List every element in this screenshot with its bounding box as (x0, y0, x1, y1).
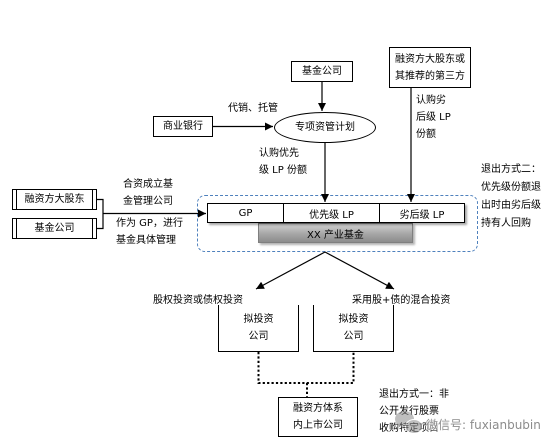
node-label-line: 内上市公司 (293, 420, 343, 431)
edge-label-text: 代销、托管 (228, 103, 278, 114)
edge-label-line: 合资成立基 (123, 179, 173, 190)
watermark-text: 微信号: fuxianbubin (426, 418, 541, 432)
node-label-line: 其推荐的第三方 (395, 70, 465, 82)
fund-cell-label: 劣后级 LP (399, 209, 445, 221)
node-label: 融资方大股东 (24, 194, 85, 205)
node-label: 专项资管计划 (295, 122, 355, 133)
note-line: 出时由劣后级 (481, 200, 541, 211)
fund-cell-label: GP (238, 207, 253, 219)
edge-label-line: 认购劣 (416, 95, 446, 106)
fund-cell-label: 优先级 LP (309, 209, 354, 221)
node-label: 商业银行 (163, 121, 203, 132)
edge-label-line: 后级 LP (416, 112, 451, 123)
arrow-fund-to-target-right (324, 251, 395, 290)
note-line: 持有人回购 (481, 218, 531, 229)
edge-label-line: 份额 (416, 129, 436, 140)
node-fund-company-top: 基金公司 (291, 61, 353, 82)
edge-label-text: 股权投资或债权投资 (153, 295, 243, 306)
node-label-line: 融资方体系 (293, 403, 343, 414)
node-label-line: 公司 (248, 331, 269, 342)
edge-label-distribution-custody: 代销、托管 (228, 100, 278, 117)
node-label-line: 融资方大股东或 (395, 53, 465, 65)
edge-label-line: 金管理公司 (123, 196, 173, 207)
node-major-shareholder-or-third-party: 融资方大股东或 其推荐的第三方 (389, 47, 471, 88)
fund-cell-gp: GP (208, 204, 283, 222)
node-label: 基金公司 (302, 66, 342, 77)
node-target-company-right: 拟投资 公司 (313, 305, 394, 352)
node-fund-company-left: 基金公司 (12, 218, 97, 239)
exit-method-two-note: 退出方式二： 优先级份额退 出时由劣后级 持有人回购 (481, 161, 541, 233)
dotted-connector-targets (257, 352, 355, 384)
wechat-icon (395, 411, 425, 436)
node-industry-fund: XX 产业基金 (258, 223, 413, 243)
fund-partner-bar: GP 优先级 LP 劣后级 LP (207, 203, 465, 223)
edge-label-line: 级 LP 份额 (259, 165, 307, 176)
node-target-company-left: 拟投资 公司 (218, 305, 299, 352)
node-label-line: 拟投资 (243, 314, 274, 325)
fund-cell-junior-lp: 劣后级 LP (379, 204, 464, 222)
node-label-line: 公司 (343, 331, 364, 342)
node-asset-management-plan: 专项资管计划 (274, 112, 376, 143)
node-financier-major-shareholder: 融资方大股东 (12, 189, 97, 210)
node-label: 基金公司 (34, 223, 75, 234)
fund-cell-senior-lp: 优先级 LP (283, 204, 379, 222)
edge-label-subscribe-junior-lp: 认购劣 后级 LP 份额 (416, 92, 451, 143)
edge-label-line: 基金具体管理 (116, 235, 176, 246)
node-label: XX 产业基金 (307, 229, 364, 241)
note-line: 退出方式二： (481, 164, 541, 175)
edge-label-text: 采用股+债的混合投资 (352, 295, 451, 306)
note-line: 优先级份额退 (481, 182, 541, 193)
node-label-line: 拟投资 (338, 314, 369, 325)
edge-label-line: 认购优先 (259, 148, 299, 159)
edge-label-line: 作为 GP，进行 (116, 218, 183, 229)
node-commercial-bank: 商业银行 (153, 116, 213, 137)
node-listed-company: 融资方体系 内上市公司 (278, 397, 358, 437)
note-line: 退出方式一：非 (379, 389, 449, 400)
edge-label-joint-venture: 合资成立基 金管理公司 (123, 176, 173, 210)
edge-label-mixed-investment: 采用股+债的混合投资 (352, 292, 450, 309)
edge-label-subscribe-senior-lp: 认购优先 级 LP 份额 (259, 145, 307, 179)
connector-left-shareholders (97, 198, 104, 230)
arrow-fund-to-target-left (255, 251, 326, 290)
edge-label-as-gp: 作为 GP，进行 基金具体管理 (116, 215, 183, 249)
edge-label-equity-or-debt: 股权投资或债权投资 (153, 292, 243, 309)
